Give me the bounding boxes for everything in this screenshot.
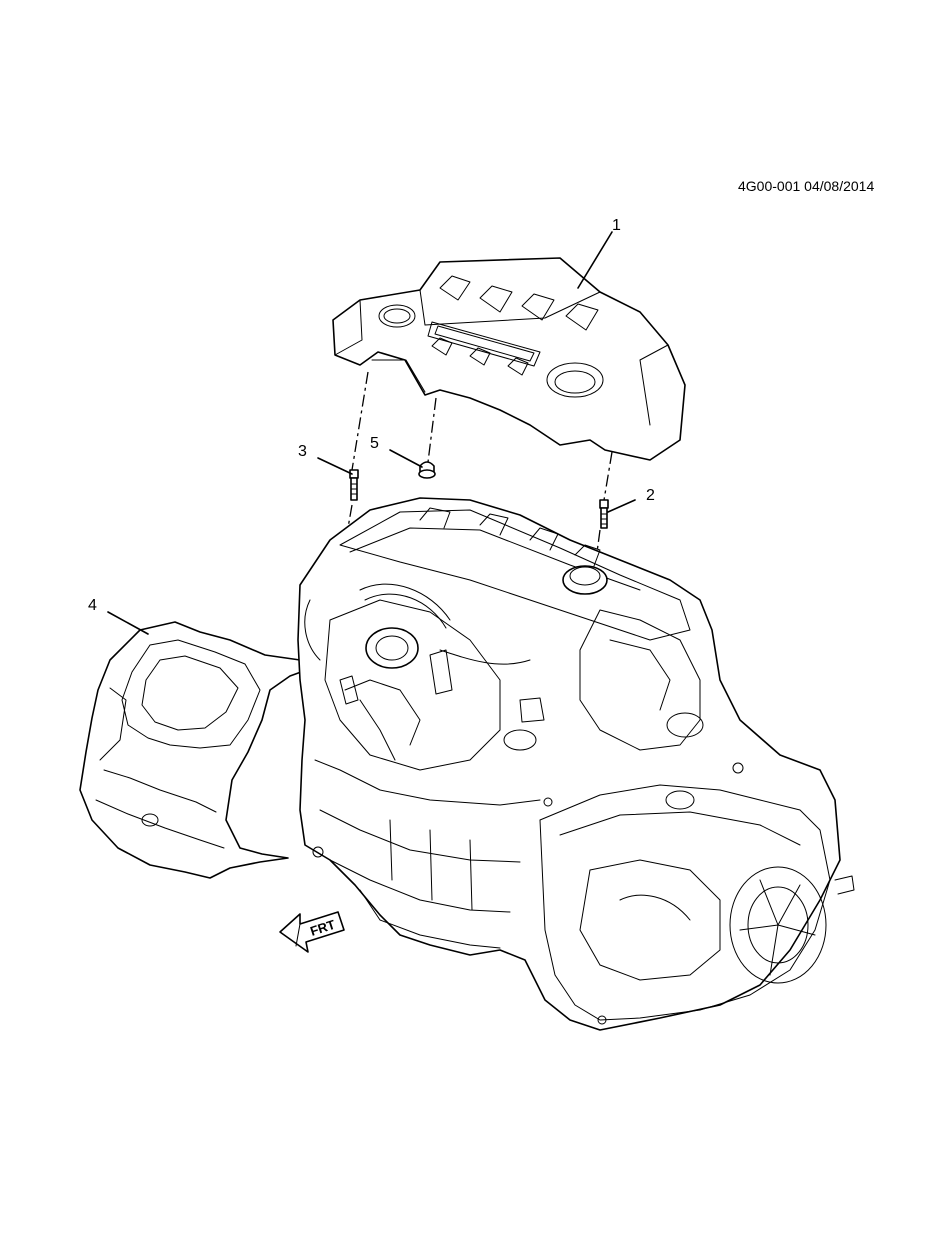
assembly-line	[427, 397, 437, 463]
leader-line-4	[107, 611, 149, 635]
frt-label: FRT	[308, 917, 337, 939]
leader-line-2	[607, 499, 636, 513]
callout-2: 2	[646, 487, 655, 504]
leader-line-5	[389, 449, 423, 468]
drawing-id: 4G00-001 04/08/2014	[738, 178, 875, 194]
callout-1: 1	[612, 217, 621, 234]
leader-line-1	[577, 231, 613, 289]
assembly-line	[351, 371, 369, 471]
front-direction-arrow-icon: FRT	[279, 911, 345, 953]
engine-assembly-icon	[297, 497, 855, 1031]
bolt-icon	[599, 499, 609, 529]
bolt-icon	[349, 469, 359, 501]
assembly-line	[603, 451, 613, 501]
engine-cover-icon	[332, 257, 686, 461]
leader-line-3	[317, 457, 353, 475]
callout-5: 5	[370, 435, 379, 452]
cap-nut-icon	[418, 461, 436, 479]
callout-4: 4	[88, 597, 97, 614]
callout-3: 3	[298, 443, 307, 460]
heat-shield-icon	[79, 621, 313, 879]
